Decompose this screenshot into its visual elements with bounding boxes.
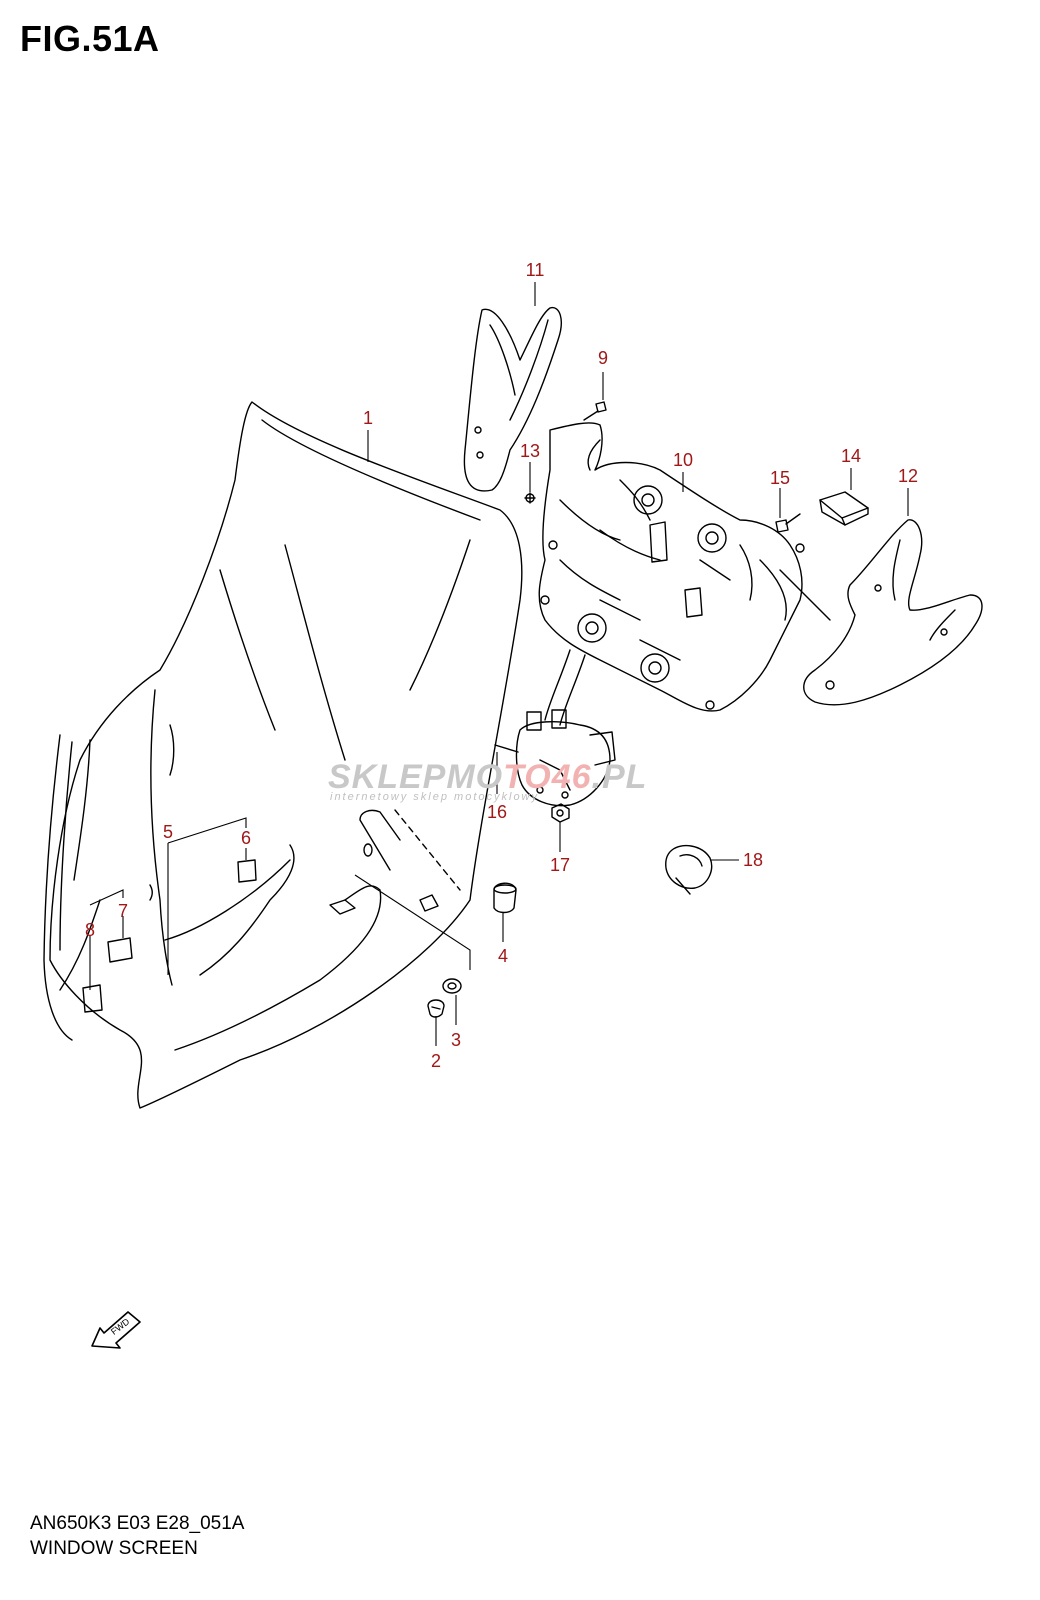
mechanism-frame-part-10: [538, 422, 831, 726]
callout-15: 15: [770, 468, 790, 488]
callout-16: 16: [487, 802, 507, 822]
callout-13: 13: [520, 441, 540, 461]
callout-8: 8: [85, 920, 95, 940]
callout-labels: 1 2 3 4 5 6 7 8 9 10 11 12 13 14 15 16 1…: [85, 260, 918, 1337]
clip-part-13: [524, 492, 536, 504]
callout-2: 2: [431, 1051, 441, 1071]
clamp-part-18: [665, 844, 713, 895]
callout-9: 9: [598, 348, 608, 368]
nut-part-17: [551, 803, 570, 823]
pad-part-14: [819, 491, 869, 526]
callout-10: 10: [673, 450, 693, 470]
washer-part-3: [442, 978, 462, 994]
fwd-label: FWD: [109, 1316, 132, 1337]
callout-18: 18: [743, 850, 763, 870]
watermark: SKLEPMOTO46.PL: [328, 758, 648, 796]
watermark-subtitle: internetowy sklep motocyklowy: [330, 791, 540, 803]
grommet-part-4: [493, 882, 517, 914]
callout-6: 6: [241, 828, 251, 848]
fwd-arrow-icon: [91, 1311, 141, 1349]
callout-1: 1: [363, 408, 373, 428]
callout-5: 5: [163, 822, 173, 842]
callout-7: 7: [118, 901, 128, 921]
callout-12: 12: [898, 466, 918, 486]
screw-part-9: [583, 401, 607, 421]
callout-14: 14: [841, 446, 861, 466]
windscreen-part-1: [43, 401, 523, 1109]
callout-4: 4: [498, 946, 508, 966]
figure-title: FIG.51A: [20, 18, 160, 59]
cover-part-12: [803, 519, 983, 706]
label-part-7: [107, 937, 133, 963]
actuator-assembly: [494, 709, 616, 807]
label-part-6: [237, 859, 257, 883]
screw-part-2: [427, 999, 445, 1018]
bolt-part-15: [775, 513, 801, 533]
bracket-part-11: [463, 306, 562, 492]
diagram-code: AN650K3 E03 E28_051A: [30, 1513, 245, 1534]
leader-lines: [89, 282, 909, 1046]
callout-17: 17: [550, 855, 570, 875]
diagram-name: WINDOW SCREEN: [30, 1538, 198, 1559]
callout-11: 11: [526, 260, 545, 280]
callout-3: 3: [451, 1030, 461, 1050]
